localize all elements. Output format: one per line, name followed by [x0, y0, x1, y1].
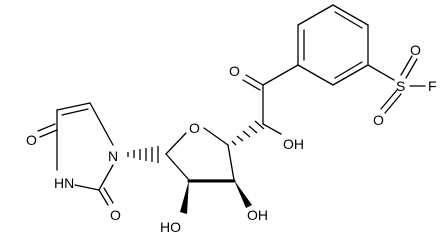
bond-c5-c6-inner: [61, 108, 89, 116]
label-uracil-o-bottom: O: [110, 207, 121, 223]
bond-ar-inner-2: [334, 11, 363, 29]
bond-ar-s: [367, 64, 395, 81]
bond-c1prime-ring-o: [165, 132, 187, 155]
bond-ar-inner-3: [334, 61, 363, 79]
bond-c4prime-c3prime: [227, 144, 235, 181]
bond-c2-o-double: [103, 187, 114, 204]
bond-n1-c1prime-hash: [127, 146, 159, 163]
bond-c6prime-aryl: [262, 64, 299, 86]
bond-c2-o: [98, 189, 109, 206]
bond-ketone-double: [242, 79, 261, 91]
label-ring-o: O: [189, 120, 200, 136]
label-hydroxyl-c3: OH: [247, 207, 268, 223]
label-uracil-o-top: O: [26, 132, 37, 148]
label-sulfonyl-o-top: O: [410, 42, 421, 58]
bond-ar2-ar3: [297, 4, 334, 26]
label-uracil-nh: HN: [54, 175, 74, 191]
label-hydroxyl-c2: HO: [160, 219, 181, 235]
bond-c4-o: [39, 129, 58, 138]
atom-labels: O HN N O O HO OH OH O S O O F: [26, 42, 437, 235]
bond-c2-n3: [74, 184, 100, 191]
bond-c4-o-double: [37, 123, 56, 132]
bond-c5-c6: [56, 102, 91, 111]
bond-n1-c2: [98, 164, 114, 191]
bond-ar5-ar6: [332, 64, 369, 86]
bond-c3prime-oh-wedge: [234, 180, 252, 208]
label-fluorine: F: [428, 78, 437, 94]
bond-ar6-ar1: [297, 64, 334, 86]
label-hydroxyl-side: OH: [283, 136, 304, 152]
bond-ring-o-c4prime: [203, 127, 229, 146]
bond-c2prime-c1prime: [165, 153, 190, 181]
bond-s-o-bottom: [384, 93, 402, 114]
label-uracil-n1: N: [108, 148, 118, 164]
bond-c4prime-c5prime-hash: [231, 120, 265, 146]
label-sulfonyl-o-bottom: O: [373, 112, 384, 128]
bond-s-o-top-double: [405, 58, 418, 79]
bond-ketone: [245, 74, 264, 86]
label-ketone-o: O: [229, 63, 240, 79]
bond-c2prime-oh-wedge: [180, 180, 189, 214]
bond-c5prime-oh: [262, 123, 282, 135]
bonds: [37, 4, 426, 214]
label-sulfur: S: [396, 78, 405, 94]
bond-s-o-bottom-double: [380, 89, 398, 110]
bond-c6-n1: [89, 102, 114, 146]
bond-s-o-top: [400, 55, 413, 76]
bond-ar3-ar4: [332, 4, 369, 26]
